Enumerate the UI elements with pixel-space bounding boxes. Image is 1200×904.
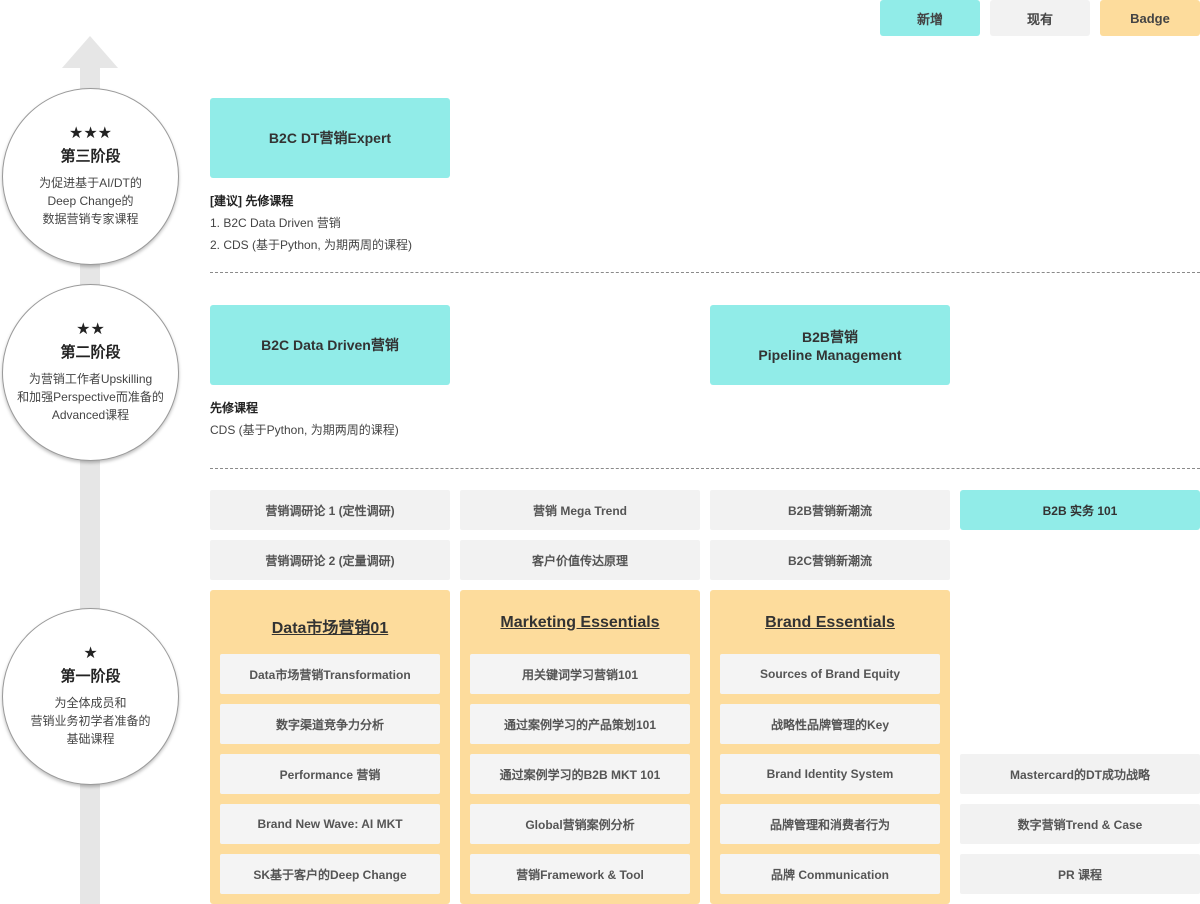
level2-prereq-line: CDS (基于Python, 为期两周的课程)	[210, 423, 399, 437]
stage-1-desc-line: 为全体成员和	[54, 696, 127, 710]
stage-2-desc-line: 为营销工作者Upskilling	[28, 372, 153, 386]
badge-group-title[interactable]: Marketing Essentials	[500, 614, 660, 631]
course-b2b-101[interactable]: B2B 实务 101	[960, 490, 1200, 530]
stage-2-desc-line: Advanced课程	[51, 408, 130, 422]
course-research-1[interactable]: 营销调研论 1 (定性调研)	[210, 490, 450, 530]
badge-group-brand-essentials: Brand Essentials Sources of Brand Equity…	[710, 590, 950, 904]
stage-2-stars: ★★	[76, 321, 105, 338]
stage-3-desc-line: Deep Change的	[47, 194, 134, 208]
group-course[interactable]: 营销Framework & Tool	[470, 854, 690, 894]
badge-group-title[interactable]: Brand Essentials	[765, 614, 895, 631]
level3-prereq-line: 2. CDS (基于Python, 为期两周的课程)	[210, 238, 413, 252]
legend-existing: 现有	[990, 0, 1090, 36]
level2-prereq-title: 先修课程	[210, 401, 259, 415]
stage-3-desc-line: 为促进基于AI/DT的	[39, 176, 142, 190]
stage-1-desc-line: 营销业务初学者准备的	[30, 714, 151, 728]
level3-prereq-title: [建议] 先修课程	[210, 194, 294, 208]
group-course[interactable]: SK基于客户的Deep Change	[220, 854, 440, 894]
stage-1-desc-line: 基础课程	[66, 732, 115, 746]
legend-new: 新增	[880, 0, 980, 36]
course-customer-value[interactable]: 客户价值传达原理	[460, 540, 700, 580]
group-course[interactable]: Data市场营销Transformation	[220, 654, 440, 694]
group-course[interactable]: Sources of Brand Equity	[720, 654, 940, 694]
badge-group-data-marketing: Data市场营销01 Data市场营销Transformation 数字渠道竞争…	[210, 590, 450, 904]
course-digital-trend-case[interactable]: 数字营销Trend & Case	[960, 804, 1200, 844]
badge-group-title[interactable]: Data市场营销01	[271, 620, 389, 637]
course-b2c-new-trend[interactable]: B2C营销新潮流	[710, 540, 950, 580]
course-pr[interactable]: PR 课程	[960, 854, 1200, 894]
course-b2c-data-driven[interactable]: B2C Data Driven营销	[210, 305, 450, 385]
stage-3-desc-line: 数据营销专家课程	[42, 212, 139, 226]
stage-3-stars: ★★★	[68, 125, 113, 142]
group-course[interactable]: 品牌 Communication	[720, 854, 940, 894]
stage-1-circle: ★ 第一阶段 为全体成员和 营销业务初学者准备的 基础课程	[2, 608, 179, 785]
group-course[interactable]: Performance 营销	[220, 754, 440, 794]
badge-group-marketing-essentials: Marketing Essentials 用关键词学习营销101 通过案例学习的…	[460, 590, 700, 904]
legend-badge: Badge	[1100, 0, 1200, 36]
group-course[interactable]: 用关键词学习营销101	[470, 654, 690, 694]
course-research-2[interactable]: 营销调研论 2 (定量调研)	[210, 540, 450, 580]
stage-2-desc-line: 和加强Perspective而准备的	[17, 390, 164, 404]
group-course[interactable]: Brand New Wave: AI MKT	[220, 804, 440, 844]
course-mastercard-dt[interactable]: Mastercard的DT成功战略	[960, 754, 1200, 794]
group-course[interactable]: Brand Identity System	[720, 754, 940, 794]
course-b2b-new-trend[interactable]: B2B营销新潮流	[710, 490, 950, 530]
stage-3-title: 第三阶段	[60, 148, 121, 165]
stage-2-title: 第二阶段	[60, 344, 121, 361]
course-b2b-pipeline-line: B2B营销	[801, 329, 858, 345]
stage-divider	[210, 272, 1200, 273]
stage-divider	[210, 468, 1200, 469]
level3-prereq-line: 1. B2C Data Driven 营销	[210, 216, 341, 230]
stage-1-title: 第一阶段	[60, 668, 121, 685]
stage-2-circle: ★★ 第二阶段 为营销工作者Upskilling 和加强Perspective而…	[2, 284, 179, 461]
stage-1-stars: ★	[83, 645, 98, 662]
group-course[interactable]: 数字渠道竞争力分析	[220, 704, 440, 744]
course-b2c-dt-expert[interactable]: B2C DT营销Expert	[210, 98, 450, 178]
course-mega-trend[interactable]: 营销 Mega Trend	[460, 490, 700, 530]
group-course[interactable]: 通过案例学习的产品策划101	[470, 704, 690, 744]
stage-3-circle: ★★★ 第三阶段 为促进基于AI/DT的 Deep Change的 数据营销专家…	[2, 88, 179, 265]
group-course[interactable]: 通过案例学习的B2B MKT 101	[470, 754, 690, 794]
group-course[interactable]: 品牌管理和消费者行为	[720, 804, 940, 844]
course-b2b-pipeline[interactable]: B2B营销 Pipeline Management	[710, 305, 950, 385]
progression-arrow-head	[62, 36, 118, 68]
group-course[interactable]: 战略性品牌管理的Key	[720, 704, 940, 744]
group-course[interactable]: Global营销案例分析	[470, 804, 690, 844]
course-b2b-pipeline-line: Pipeline Management	[758, 347, 902, 363]
